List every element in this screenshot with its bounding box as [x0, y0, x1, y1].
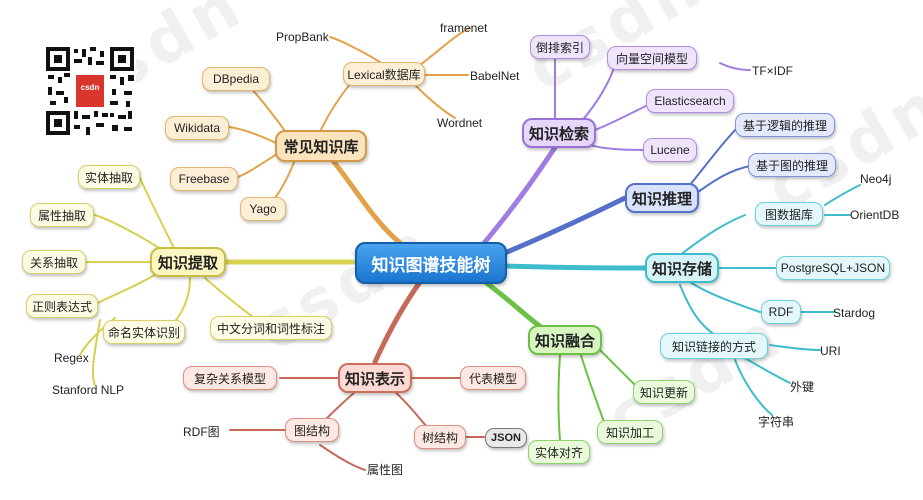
leaf-propbank: PropBank	[276, 30, 329, 44]
center-node: 知识图谱技能树	[355, 242, 507, 284]
node-graph-reasoning: 基于图的推理	[748, 153, 836, 177]
node-representative-model: 代表模型	[460, 366, 526, 390]
node-graph-db: 图数据库	[755, 202, 823, 226]
node-tree-structure: 树结构	[414, 425, 466, 449]
node-wikidata: Wikidata	[165, 116, 229, 140]
branch-extraction: 知识提取	[150, 247, 226, 277]
branch-retrieval: 知识检索	[522, 118, 596, 148]
leaf-uri: URI	[820, 344, 841, 358]
node-vsm: 向量空间模型	[607, 46, 697, 70]
node-lexical-db: Lexical数据库	[343, 62, 425, 86]
node-lucene: Lucene	[643, 138, 697, 162]
branch-fusion: 知识融合	[528, 325, 602, 355]
leaf-tfidf: TF×IDF	[752, 64, 793, 78]
leaf-neo4j: Neo4j	[860, 172, 892, 186]
branch-storage: 知识存储	[645, 253, 719, 283]
leaf-rdf-graph: RDF图	[183, 425, 220, 439]
node-ner: 命名实体识别	[103, 320, 185, 344]
leaf-property-graph: 属性图	[367, 463, 404, 477]
node-entity-alignment: 实体对齐	[528, 440, 590, 464]
node-postgresql-json: PostgreSQL+JSON	[776, 256, 890, 280]
node-freebase: Freebase	[170, 167, 238, 191]
branch-representation: 知识表示	[338, 363, 412, 393]
leaf-stardog: Stardog	[833, 306, 876, 320]
node-segmentation-pos: 中文分词和词性标注	[210, 316, 332, 340]
branch-library: 常见知识库	[275, 130, 367, 162]
node-dbpedia: DBpedia	[202, 67, 270, 91]
qr-code: csdn	[44, 45, 136, 137]
node-inverted-index: 倒排索引	[530, 35, 590, 59]
node-logic-reasoning: 基于逻辑的推理	[735, 113, 835, 137]
leaf-babelnet: BabelNet	[470, 69, 520, 83]
node-graph-structure: 图结构	[285, 418, 339, 442]
leaf-framenet: framenet	[440, 21, 488, 35]
node-relation-extraction: 关系抽取	[22, 250, 86, 274]
node-attribute-extraction: 属性抽取	[30, 203, 94, 227]
leaf-stanford-nlp: Stanford NLP	[52, 383, 125, 397]
node-regex-group: 正则表达式	[26, 294, 98, 318]
leaf-regex: Regex	[54, 351, 89, 365]
node-elasticsearch: Elasticsearch	[646, 89, 734, 113]
leaf-string: 字符串	[758, 415, 795, 429]
node-knowledge-update: 知识更新	[633, 380, 695, 404]
node-complex-relation-model: 复杂关系模型	[183, 366, 277, 390]
leaf-foreign-key: 外键	[790, 380, 815, 394]
node-rdf: RDF	[761, 300, 801, 324]
node-entity-extraction: 实体抽取	[78, 165, 140, 189]
node-knowledge-linking: 知识链接的方式	[660, 333, 768, 359]
leaf-wordnet: Wordnet	[437, 116, 483, 130]
branch-reasoning: 知识推理	[625, 183, 699, 213]
qr-badge: csdn	[80, 83, 100, 92]
node-json: JSON	[485, 428, 527, 448]
leaf-orientdb: OrientDB	[850, 208, 900, 222]
node-yago: Yago	[240, 197, 286, 221]
node-knowledge-processing: 知识加工	[597, 420, 663, 444]
